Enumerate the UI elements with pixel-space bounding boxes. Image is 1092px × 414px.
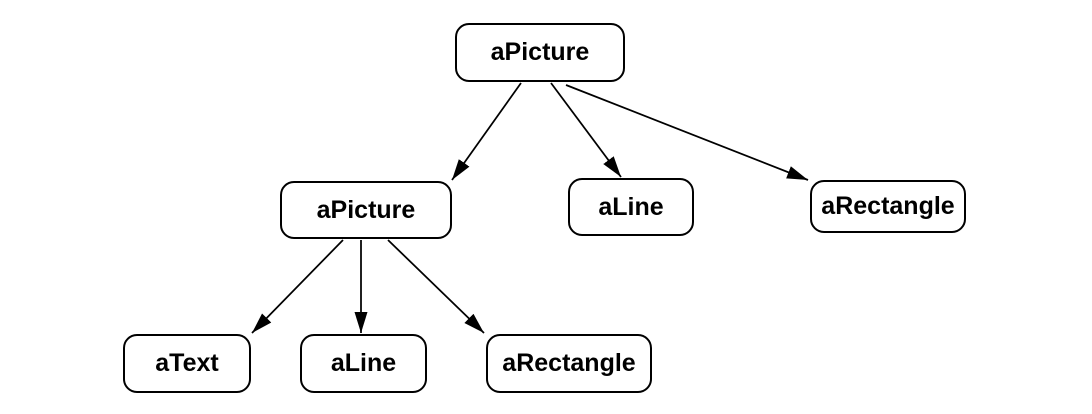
node-root-apicture: aPicture [455,23,625,82]
node-child-apicture: aPicture [280,181,452,239]
node-label: aRectangle [821,192,955,220]
node-grandchild-aline: aLine [300,334,427,393]
node-label: aLine [330,349,397,377]
node-label: aPicture [490,38,590,66]
node-child-arectangle: aRectangle [810,180,966,233]
edge-root-to-child-line [550,82,622,178]
edge-root-to-child-rectangle [565,84,809,181]
node-label: aPicture [316,195,416,224]
edge-root-to-child-picture [451,82,522,181]
node-child-aline: aLine [568,178,694,236]
edge-child-picture-to-grandchild-text [251,239,344,334]
node-label: aText [155,349,219,377]
node-label: aLine [598,192,664,221]
node-grandchild-atext: aText [123,334,251,393]
edge-child-picture-to-grandchild-rectangle [387,239,485,334]
node-label: aRectangle [502,349,636,377]
node-grandchild-arectangle: aRectangle [486,334,652,393]
